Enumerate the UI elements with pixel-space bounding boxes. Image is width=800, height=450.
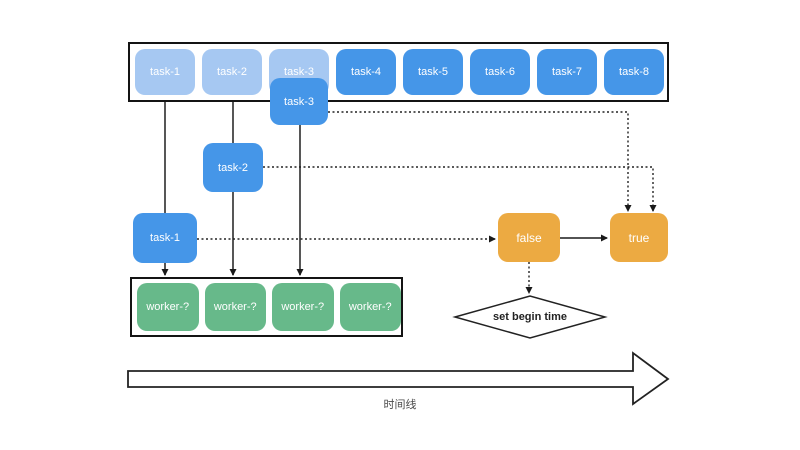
decision-false-node: false	[498, 213, 560, 262]
dotted-connectors	[197, 111, 657, 294]
decision-diamond	[452, 295, 608, 339]
dispatched-task-1: task-1	[133, 213, 197, 263]
worker-slot-4: worker-?	[339, 283, 401, 331]
worker-slot-2: worker-?	[204, 283, 266, 331]
queue-task-8: task-8	[604, 49, 664, 95]
worker-pool-container: worker-? worker-? worker-? worker-?	[130, 277, 403, 337]
queue-task-5: task-5	[403, 49, 463, 95]
worker-slot-1: worker-?	[137, 283, 199, 331]
set-begin-time-label: set begin time	[493, 311, 567, 323]
queue-task-6: task-6	[470, 49, 530, 95]
task-queue-container: task-1 task-2 task-3 task-4 task-5 task-…	[128, 42, 669, 102]
worker-slot-3: worker-?	[272, 283, 334, 331]
timeline-label: 时间线	[383, 399, 417, 411]
decision-true-node: true	[610, 213, 668, 262]
queue-task-2: task-2	[202, 49, 262, 95]
task2-to-true-connector	[263, 166, 657, 212]
dispatched-task-3: task-3	[270, 78, 328, 125]
queue-task-1: task-1	[135, 49, 195, 95]
timeline-arrow	[127, 351, 670, 406]
queue-task-7: task-7	[537, 49, 597, 95]
dispatched-task-2: task-2	[203, 143, 263, 192]
queue-task-4: task-4	[336, 49, 396, 95]
task3-to-true-connector	[328, 111, 632, 212]
